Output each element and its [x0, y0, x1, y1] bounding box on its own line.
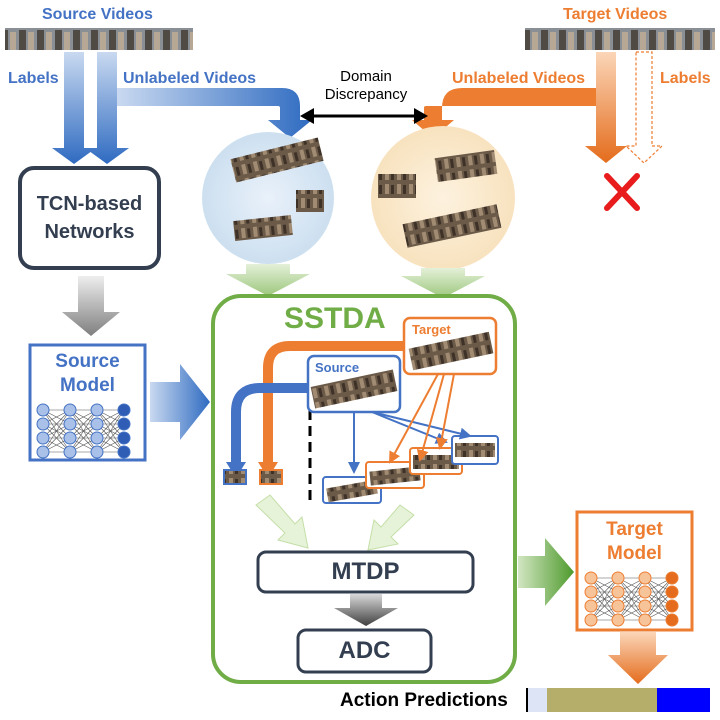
target-domain-down-arrow [401, 268, 485, 298]
network-node [665, 585, 679, 599]
source-labels-label: Labels [8, 70, 59, 87]
no-labels-cross-icon [604, 173, 640, 211]
sstda-title: SSTDA [284, 302, 386, 335]
source-videos-title: Source Videos [42, 6, 153, 23]
target-model-line1: Target [606, 519, 663, 540]
target-network-icon [584, 571, 679, 627]
source-model-line2: Model [60, 375, 115, 396]
network-node [638, 571, 652, 585]
target-frame-icon [259, 469, 283, 485]
domain-line: Domain [340, 68, 392, 85]
network-node [611, 599, 625, 613]
network-node [665, 613, 679, 627]
network-node [117, 431, 131, 445]
network-node [36, 445, 50, 459]
network-node [63, 445, 77, 459]
target-model-to-predictions-arrow [608, 632, 668, 684]
network-node [63, 431, 77, 445]
network-edge [69, 409, 98, 453]
source-clip-thumbnail [310, 369, 398, 409]
tcn-networks-box [18, 166, 161, 270]
source-clips [230, 137, 324, 241]
network-node [90, 417, 104, 431]
action-prediction-bar [526, 688, 710, 712]
target-tag: Target [412, 322, 451, 337]
target-model-line2: Model [607, 543, 662, 564]
target-clips [378, 149, 502, 248]
tcn-line2: Networks [44, 221, 135, 243]
source-unlabeled-arrow [117, 88, 312, 138]
network-edge [96, 409, 125, 453]
network-edge [42, 409, 71, 453]
action-predictions-label: Action Predictions [340, 690, 508, 711]
tcn-to-source-arrow [62, 276, 120, 336]
source-tag: Source [315, 360, 360, 375]
network-node [90, 445, 104, 459]
target-unlabeled-arrow [412, 88, 600, 138]
target-videos-title: Target Videos [563, 6, 668, 23]
source-unlabeled-down-arrow [85, 52, 129, 164]
target-labels-dashed-arrow [624, 51, 664, 164]
target-video-strip [525, 28, 715, 50]
network-node [117, 445, 131, 459]
source-video-strip [5, 28, 193, 50]
network-node [638, 585, 652, 599]
network-node [611, 571, 625, 585]
network-node [584, 571, 598, 585]
source-model-label: Source Model [32, 350, 143, 398]
adc-label: ADC [338, 637, 391, 664]
source-model-line1: Source [55, 351, 120, 372]
network-node [90, 431, 104, 445]
network-node [36, 403, 50, 417]
network-node [584, 599, 598, 613]
source-to-frame-arrow [231, 383, 308, 464]
sstda-to-target-model-arrow [518, 538, 574, 606]
adc-box [296, 628, 433, 674]
split-arrows [348, 373, 472, 474]
target-clip-thumbnail [408, 331, 494, 371]
target-labels-label: Labels [660, 70, 711, 87]
tcn-line1: TCN-based [36, 193, 143, 215]
mtdp-to-adc-arrow [334, 594, 398, 626]
source-labels-arrow [52, 52, 96, 164]
target-unlabeled-label: Unlabeled Videos [452, 70, 586, 87]
network-node [117, 417, 131, 431]
network-node [611, 613, 625, 627]
network-node [117, 403, 131, 417]
network-node [665, 571, 679, 585]
target-model-label: Target Model [579, 518, 690, 566]
network-node [63, 403, 77, 417]
network-node [638, 599, 652, 613]
target-unlabeled-down-arrow [585, 52, 627, 163]
source-domain-down-arrow [226, 264, 310, 296]
domain-discrepancy-arrow [300, 108, 428, 124]
network-node [611, 585, 625, 599]
tcn-networks-label: TCN-based Networks [24, 190, 155, 246]
discrepancy-line: Discrepancy [324, 86, 408, 103]
segments-to-mtdp-arrow [367, 504, 415, 551]
network-node [638, 613, 652, 627]
network-node [584, 613, 598, 627]
network-node [36, 431, 50, 445]
source-network-icon [36, 403, 131, 459]
frames-to-mtdp-arrow [255, 494, 309, 549]
source-model-to-sstda-arrow [150, 364, 210, 440]
source-frame-icon [223, 469, 247, 485]
mtdp-box [256, 550, 475, 594]
network-edge [590, 577, 619, 621]
network-node [584, 585, 598, 599]
network-node [63, 417, 77, 431]
mtdp-label: MTDP [331, 558, 400, 585]
network-edge [617, 577, 646, 621]
network-node [36, 417, 50, 431]
network-node [90, 403, 104, 417]
network-edge [644, 577, 673, 621]
source-unlabeled-label: Unlabeled Videos [123, 70, 257, 87]
domain-discrepancy-label: Domain Discrepancy [322, 68, 410, 104]
network-node [665, 599, 679, 613]
target-to-frame-arrow [263, 341, 404, 464]
